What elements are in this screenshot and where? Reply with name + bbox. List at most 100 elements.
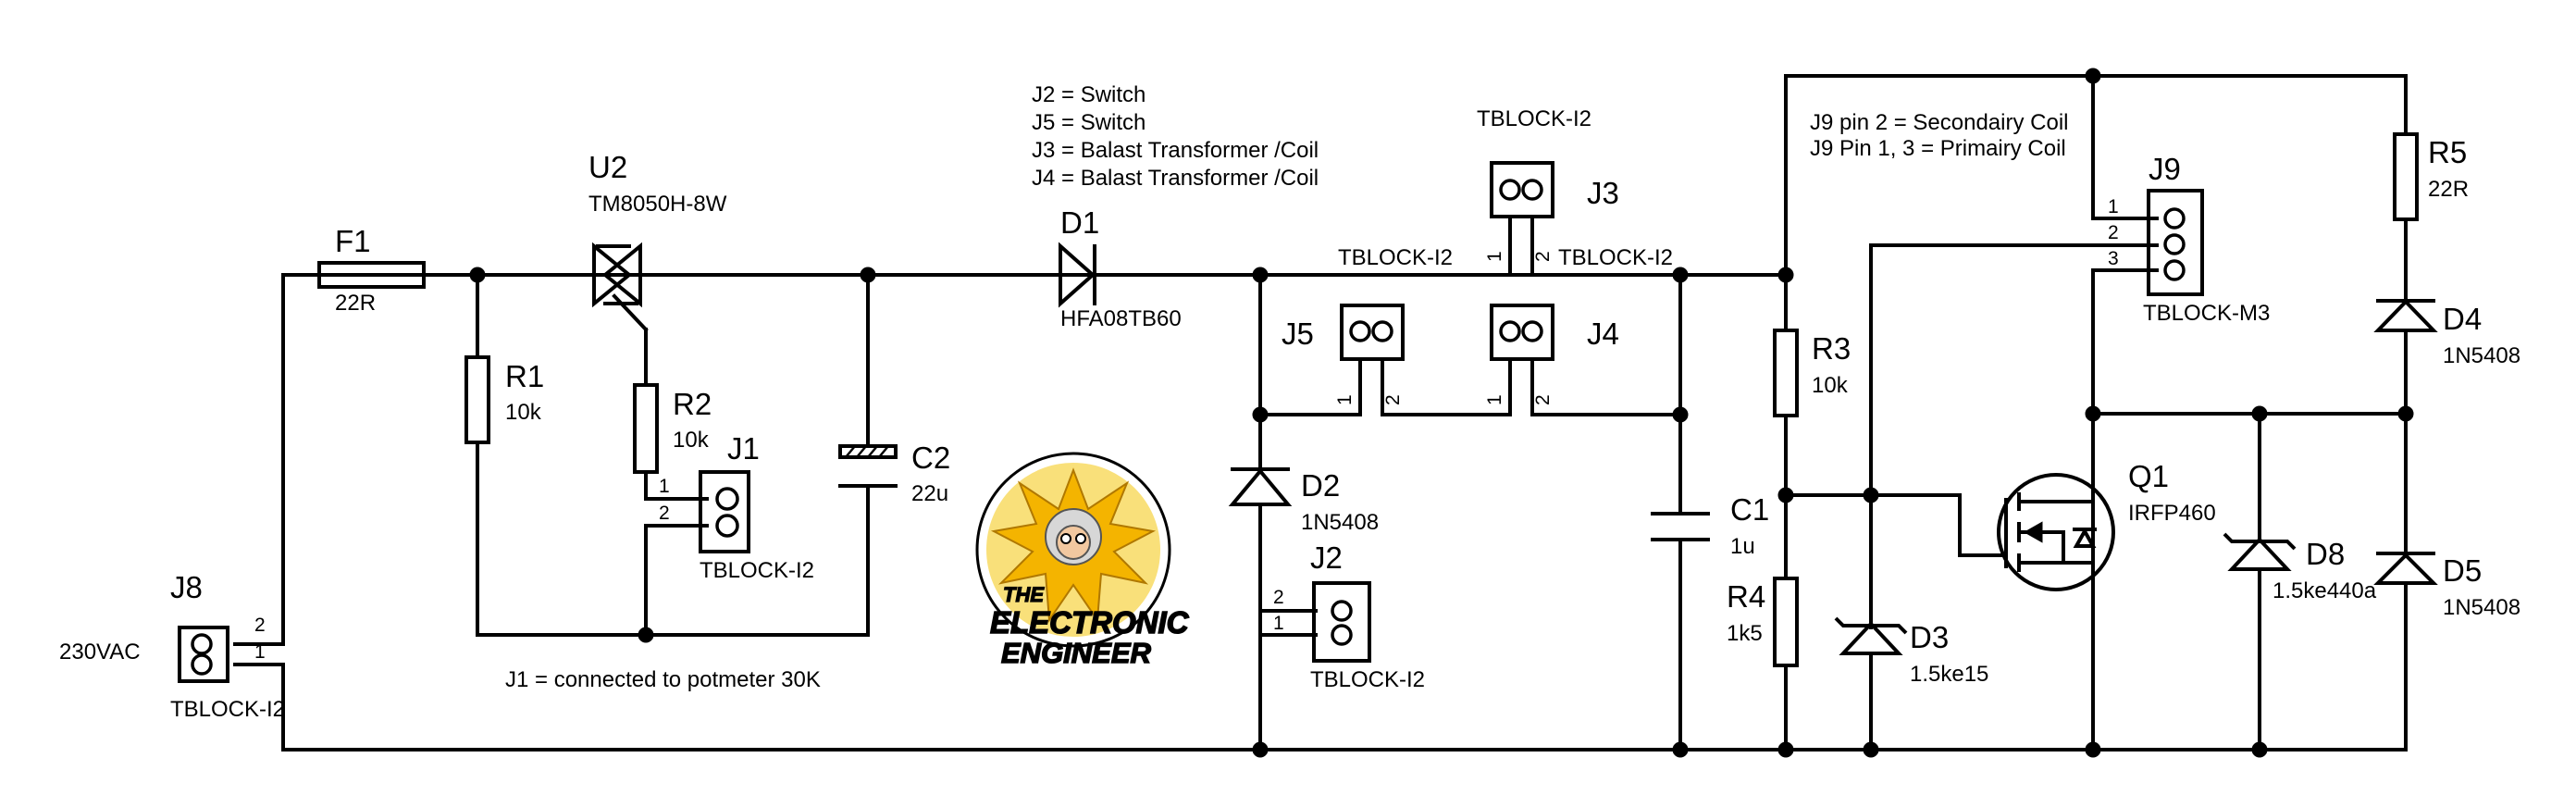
d8-value: 1.5ke440a bbox=[2273, 578, 2377, 603]
junction-dot bbox=[2085, 741, 2101, 758]
j3-pin-label: 2 bbox=[1532, 251, 1554, 262]
d5-value: 1N5408 bbox=[2443, 595, 2520, 620]
electronic-engineer-logo: THE ELECTRONIC ENGINEER bbox=[975, 452, 1190, 670]
u2-ref: U2 bbox=[588, 150, 627, 184]
j1-ref: J1 bbox=[727, 431, 760, 466]
r4-ref: R4 bbox=[1727, 579, 1765, 614]
resistor-r1: R1 10k bbox=[464, 355, 544, 444]
j1-pin-label: 2 bbox=[659, 503, 670, 524]
c1-value: 1u bbox=[1730, 534, 1755, 559]
r2-value: 10k bbox=[673, 428, 710, 453]
j8-value: TBLOCK-I2 bbox=[170, 697, 285, 722]
coil-notes: J9 pin 2 = Secondairy Coil J9 Pin 1, 3 =… bbox=[1810, 110, 2069, 161]
junction-dot bbox=[1252, 741, 1269, 758]
j5-net-label: TBLOCK-I2 bbox=[1338, 245, 1453, 270]
junction-dot bbox=[1252, 406, 1269, 423]
j2-value: TBLOCK-I2 bbox=[1310, 667, 1425, 692]
j3-pin-label: 1 bbox=[1484, 251, 1505, 262]
j9-pin-label: 3 bbox=[2108, 248, 2119, 269]
junction-dot bbox=[1252, 267, 1269, 283]
fuse-f1: F1 22R bbox=[317, 224, 426, 316]
resistor-r4: R4 1k5 bbox=[1727, 577, 1799, 667]
junction-dot bbox=[638, 627, 654, 643]
d2-value: 1N5408 bbox=[1301, 510, 1379, 535]
capacitor-c1: C1 1u bbox=[1651, 492, 1769, 559]
diode-d2: D2 1N5408 bbox=[1228, 467, 1379, 535]
d2-ref: D2 bbox=[1301, 468, 1340, 503]
c2-ref: C2 bbox=[911, 441, 950, 475]
triac-u2: U2 TM8050H-8W bbox=[581, 150, 727, 308]
j8-pin-label: 1 bbox=[254, 641, 266, 663]
f1-ref: F1 bbox=[335, 224, 371, 258]
junction-dot bbox=[1777, 741, 1794, 758]
connector-j4: 1 2 J4 bbox=[1484, 304, 1619, 405]
junctions bbox=[469, 68, 2414, 758]
c1-ref: C1 bbox=[1730, 492, 1769, 527]
j1-note: J1 = connected to potmeter 30K bbox=[505, 667, 821, 692]
junction-dot bbox=[1777, 487, 1794, 503]
note-line: J3 = Balast Transformer /Coil bbox=[1032, 138, 1319, 163]
d1-value: HFA08TB60 bbox=[1060, 306, 1182, 331]
junction-dot bbox=[2251, 741, 2268, 758]
c2-value: 22u bbox=[911, 481, 948, 506]
junction-dot bbox=[860, 267, 876, 283]
junction-dot bbox=[2251, 405, 2268, 422]
r3-ref: R3 bbox=[1812, 331, 1851, 366]
d4-ref: D4 bbox=[2443, 302, 2482, 336]
r1-value: 10k bbox=[505, 400, 542, 425]
d3-ref: D3 bbox=[1910, 620, 1949, 654]
logo-line1: THE bbox=[1003, 583, 1045, 606]
r4-value: 1k5 bbox=[1727, 621, 1763, 646]
j2-pin-label: 1 bbox=[1273, 613, 1284, 634]
junction-dot bbox=[1672, 267, 1689, 283]
j4-ref: J4 bbox=[1587, 317, 1619, 351]
junction-dot bbox=[469, 267, 486, 283]
d4-value: 1N5408 bbox=[2443, 343, 2520, 368]
j9-value: TBLOCK-M3 bbox=[2143, 301, 2270, 326]
junction-dot bbox=[1777, 267, 1794, 283]
d1-ref: D1 bbox=[1060, 205, 1099, 240]
mosfet-q1: Q1 IRFP460 bbox=[1958, 459, 2216, 591]
j2-ref: J2 bbox=[1310, 540, 1343, 575]
connector-j3: 1 2 J3 TBLOCK-I2 bbox=[1477, 106, 1619, 262]
j2-pin-label: 2 bbox=[1273, 587, 1284, 608]
note-line: J2 = Switch bbox=[1032, 82, 1146, 107]
logo-line3: ENGINEER bbox=[1001, 637, 1152, 669]
junction-dot bbox=[1863, 741, 1879, 758]
note-line: J9 pin 2 = Secondairy Coil bbox=[1810, 110, 2069, 135]
j1-value: TBLOCK-I2 bbox=[700, 558, 814, 583]
junction-dot bbox=[2085, 68, 2101, 84]
f1-value: 22R bbox=[335, 291, 376, 316]
j3-value: TBLOCK-I2 bbox=[1477, 106, 1591, 131]
connector-j1: 1 2 J1 TBLOCK-I2 bbox=[659, 431, 814, 583]
logo-line2: ELECTRONIC bbox=[990, 605, 1190, 640]
j4-pin-label: 1 bbox=[1484, 394, 1505, 405]
d8-ref: D8 bbox=[2306, 537, 2345, 571]
j4-pin-label: 2 bbox=[1532, 394, 1554, 405]
switch-notes: J2 = Switch J5 = Switch J3 = Balast Tran… bbox=[1032, 82, 1319, 191]
tvs-diode-d3: D3 1.5ke15 bbox=[1834, 616, 1988, 687]
resistor-r2: R2 10k bbox=[633, 383, 712, 474]
junction-dot bbox=[1672, 406, 1689, 423]
capacitor-c2: C2 22u bbox=[838, 441, 950, 506]
note-line: J5 = Switch bbox=[1032, 110, 1146, 135]
wires bbox=[233, 74, 2408, 752]
q1-ref: Q1 bbox=[2128, 459, 2169, 493]
note-line: J9 Pin 1, 3 = Primairy Coil bbox=[1810, 136, 2066, 161]
d5-ref: D5 bbox=[2443, 553, 2482, 588]
j5-pin-label: 2 bbox=[1382, 394, 1404, 405]
u2-value: TM8050H-8W bbox=[588, 192, 727, 217]
j9-pin-label: 2 bbox=[2108, 222, 2119, 243]
r3-value: 10k bbox=[1812, 373, 1849, 398]
connector-j2: 2 1 J2 TBLOCK-I2 bbox=[1273, 540, 1425, 692]
r5-value: 22R bbox=[2428, 177, 2469, 202]
j1-pin-label: 1 bbox=[659, 476, 670, 497]
resistor-r5: R5 22R bbox=[2393, 132, 2469, 221]
j8-pin-label: 2 bbox=[254, 615, 266, 636]
diode-d1: D1 HFA08TB60 bbox=[1059, 205, 1182, 331]
diode-d5: D5 1N5408 bbox=[2373, 552, 2520, 620]
r1-ref: R1 bbox=[505, 359, 544, 393]
diode-d4: D4 1N5408 bbox=[2373, 299, 2520, 368]
note-line: J4 = Balast Transformer /Coil bbox=[1032, 166, 1319, 191]
input-voltage-label: 230VAC bbox=[59, 640, 141, 665]
